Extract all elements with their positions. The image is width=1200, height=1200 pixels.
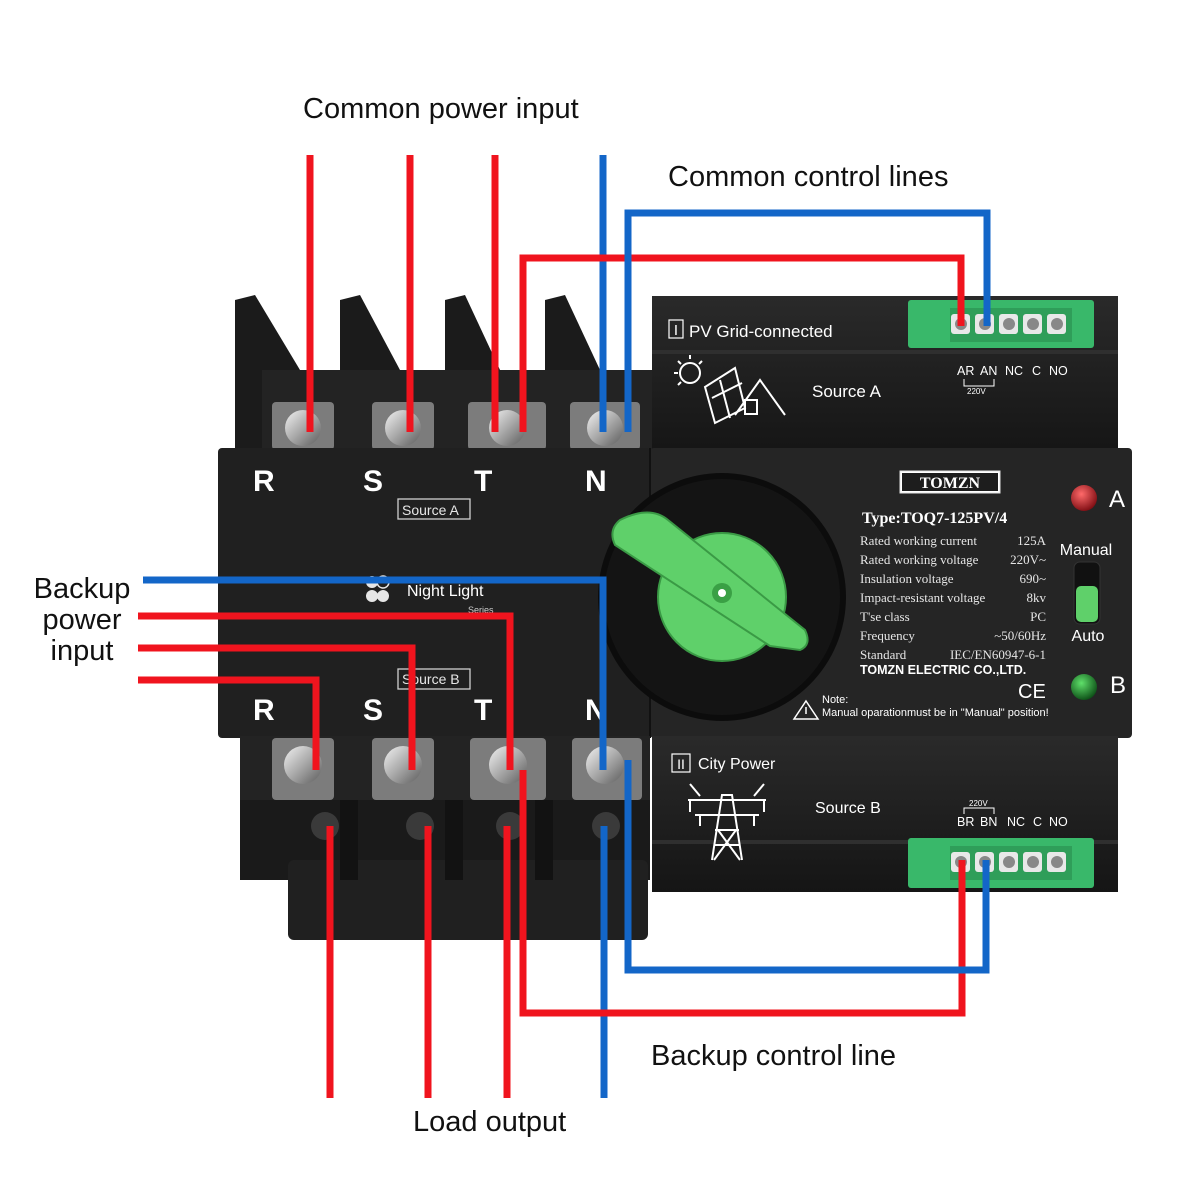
spec-name: T'se class bbox=[860, 609, 910, 624]
terminal-label: NC bbox=[1007, 815, 1025, 829]
spec-name: Impact-resistant voltage bbox=[860, 590, 985, 605]
backup-power-input-label: Backup power input bbox=[22, 574, 142, 667]
mode-selector-switch[interactable] bbox=[1073, 561, 1101, 625]
device-type: Type:TOQ7-125PV/4 bbox=[862, 510, 1007, 527]
spec-name: Rated working voltage bbox=[860, 552, 979, 567]
backup-power-input-line: Backup bbox=[33, 573, 131, 605]
terminal-block-b bbox=[908, 838, 1094, 888]
screw-s-top bbox=[385, 410, 421, 446]
indicator-b-led bbox=[1071, 674, 1097, 700]
terminal-labels-a: AR AN NC C NO bbox=[957, 364, 1068, 378]
phase-labels-top: R S T N bbox=[253, 465, 607, 498]
terminal-label: AN bbox=[980, 364, 997, 378]
module-b-title: City Power bbox=[698, 756, 776, 773]
backup-control-wire-br bbox=[519, 770, 966, 1017]
spec-value: ~50/60Hz bbox=[994, 628, 1046, 643]
backup-input-wire-r bbox=[138, 676, 320, 770]
module-b-voltage: 220V bbox=[969, 799, 988, 808]
module-a-roman-box bbox=[668, 319, 684, 339]
backup-power-input-line: input bbox=[50, 635, 114, 667]
brand-name: TOMZN bbox=[920, 475, 981, 492]
switch-front-left bbox=[218, 448, 650, 738]
terminal-label: BR bbox=[957, 815, 974, 829]
solar-house-icon bbox=[674, 355, 786, 425]
backup-input-wire-s bbox=[138, 644, 416, 770]
spec-table: Rated working current 125A Rated working… bbox=[860, 533, 1047, 662]
spec-value: 125A bbox=[1017, 533, 1047, 548]
terminal-label: AR bbox=[957, 364, 974, 378]
spec-value: 220V~ bbox=[1010, 552, 1046, 567]
mode-manual-label: Manual bbox=[1060, 542, 1112, 559]
mode-selector-knob[interactable] bbox=[1076, 586, 1098, 622]
source-b-tag-box bbox=[397, 668, 471, 690]
terminal-label: BN bbox=[980, 815, 997, 829]
rotary-switch-handle[interactable] bbox=[611, 511, 809, 652]
indicator-a-led bbox=[1071, 485, 1097, 511]
indicator-a-label: A bbox=[1109, 486, 1125, 513]
spec-name: Frequency bbox=[860, 628, 915, 643]
warning-icon bbox=[792, 699, 820, 720]
series-name: Night Light bbox=[407, 583, 484, 600]
phase-label: T bbox=[474, 694, 492, 727]
phase-label: N bbox=[585, 465, 607, 498]
common-control-wire-an bbox=[624, 209, 991, 432]
module-a-title: PV Grid-connected bbox=[689, 322, 833, 341]
phase-label: S bbox=[363, 465, 383, 498]
power-tower-icon bbox=[688, 783, 766, 861]
backup-control-wire-bn bbox=[624, 760, 990, 974]
phase-label: R bbox=[253, 465, 275, 498]
backup-input-wire-n bbox=[143, 576, 607, 770]
module-a-source: Source A bbox=[812, 382, 882, 401]
rotary-switch[interactable] bbox=[598, 473, 846, 721]
phase-label: T bbox=[474, 465, 492, 498]
ce-mark: CE bbox=[1018, 681, 1046, 703]
spec-name: Insulation voltage bbox=[860, 571, 954, 586]
module-b-source: Source B bbox=[815, 800, 881, 817]
module-b-roman-box bbox=[671, 753, 691, 773]
terminal-label: NO bbox=[1049, 815, 1068, 829]
phase-label: R bbox=[253, 694, 275, 727]
spec-value: IEC/EN60947-6-1 bbox=[950, 647, 1046, 662]
note-text: Manual oparationmust be in "Manual" posi… bbox=[822, 707, 1049, 719]
module-b-roman: II bbox=[677, 756, 685, 772]
backup-power-input-line: power bbox=[42, 604, 122, 636]
source-a-tag: Source A bbox=[402, 502, 459, 518]
spec-value: 8kv bbox=[1027, 590, 1047, 605]
wiring bbox=[138, 155, 991, 1098]
spec-value: PC bbox=[1030, 609, 1046, 624]
module-a-roman: I bbox=[674, 322, 678, 339]
terminal-labels-b: BR BN NC C NO bbox=[957, 815, 1068, 829]
load-output-label: Load output bbox=[413, 1106, 567, 1138]
terminal-label: C bbox=[1032, 364, 1041, 378]
common-control-lines-label: Common control lines bbox=[668, 161, 949, 193]
spec-name: Rated working current bbox=[860, 533, 977, 548]
backup-input-wire-t bbox=[138, 612, 514, 770]
terminal-block-a bbox=[908, 300, 1094, 348]
module-a-voltage: 220V bbox=[967, 387, 986, 396]
indicator-b-label: B bbox=[1110, 672, 1126, 699]
terminal-label: NO bbox=[1049, 364, 1068, 378]
screw-s-bottom bbox=[384, 746, 422, 784]
series-sub: Series bbox=[468, 605, 494, 615]
note-title: Note: bbox=[822, 694, 848, 706]
phase-label: S bbox=[363, 694, 383, 727]
mode-auto-label: Auto bbox=[1072, 628, 1105, 645]
source-a-tag-box bbox=[397, 498, 471, 520]
screw-r-top bbox=[285, 410, 321, 446]
terminal-label: C bbox=[1033, 815, 1042, 829]
spec-name: Standard bbox=[860, 647, 907, 662]
company-name: TOMZN ELECTRIC CO.,LTD. bbox=[860, 663, 1026, 677]
common-control-wire-ar bbox=[519, 254, 965, 432]
spec-value: 690~ bbox=[1019, 571, 1046, 586]
backup-control-line-label: Backup control line bbox=[651, 1040, 897, 1072]
common-power-input-label: Common power input bbox=[303, 93, 579, 125]
bottom-terminals bbox=[240, 736, 650, 940]
source-b-tag: Source B bbox=[402, 671, 460, 687]
terminal-label: NC bbox=[1005, 364, 1023, 378]
